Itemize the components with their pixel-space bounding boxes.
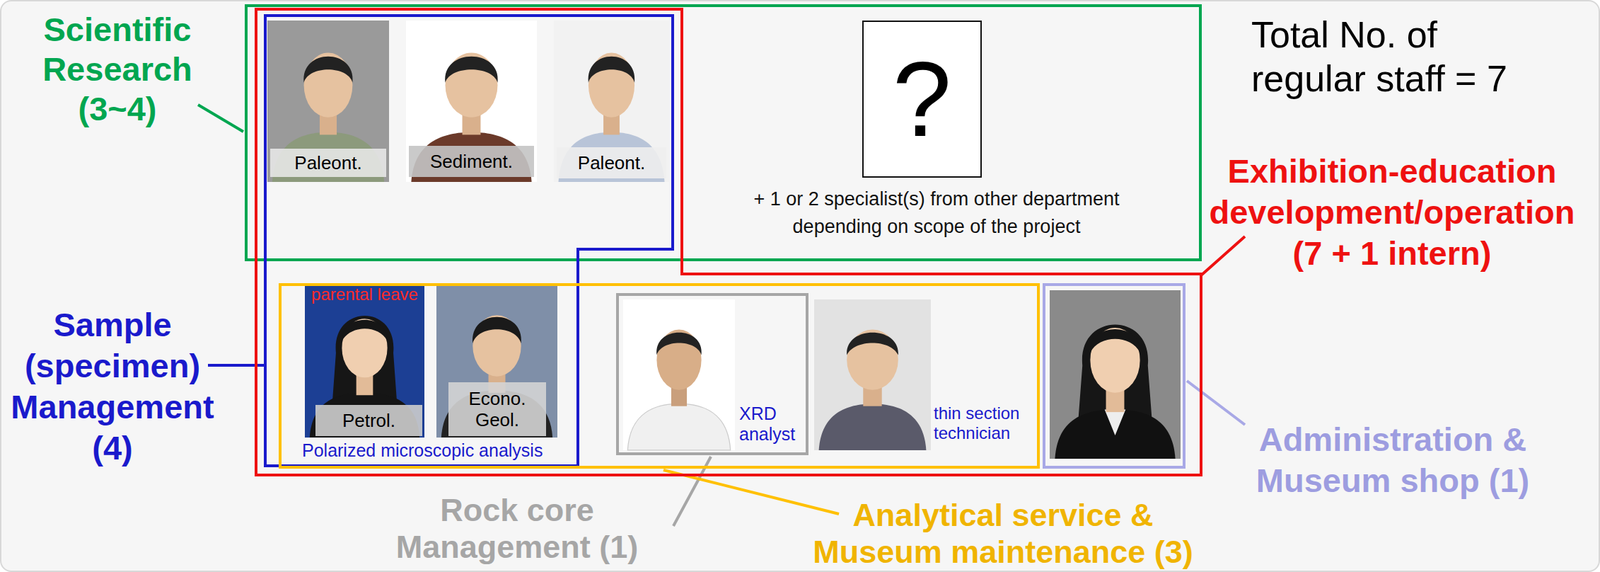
outline-path	[265, 15, 673, 466]
photo-ground	[1049, 290, 1181, 459]
photo-ground	[406, 20, 537, 182]
photo-caption: Paleont.	[270, 148, 387, 177]
leader-line	[673, 456, 711, 526]
role-text: XRD analyst	[739, 403, 807, 445]
note-text: + 1 or 2 specialist(s) from other depart…	[724, 185, 1149, 241]
leader-line	[1186, 380, 1245, 425]
hair	[846, 332, 899, 356]
leader-line	[198, 104, 244, 132]
group-heading: Rock core Management (1)	[386, 491, 648, 566]
group-heading: Analytical service & Museum maintenance …	[804, 496, 1202, 571]
face	[304, 53, 353, 118]
outline-path	[256, 9, 1202, 475]
portrait-photo	[814, 299, 931, 450]
hair	[444, 56, 498, 83]
photo-ground	[267, 20, 390, 182]
status-note: parental leave	[304, 284, 425, 304]
portrait-photo	[1049, 290, 1181, 459]
group-box: Scientific Research (3~4)+ 1 or 2 specia…	[244, 4, 1202, 262]
photo-caption: Sediment.	[408, 145, 535, 177]
face	[846, 329, 899, 390]
portrait-photo	[304, 284, 425, 438]
leader-line	[663, 469, 839, 514]
face	[588, 53, 635, 118]
hair	[332, 315, 397, 402]
hair	[303, 56, 353, 83]
photo-ground	[814, 299, 931, 450]
portrait-photo	[267, 20, 390, 182]
shoulders	[1054, 408, 1175, 459]
hair	[1078, 324, 1153, 418]
role-text: Polarized microscopic analysis	[302, 439, 575, 460]
photo-ground	[623, 299, 735, 450]
hair	[656, 332, 702, 356]
group-heading: Scientific Research (3~4)	[21, 9, 213, 129]
photo-ground	[304, 284, 425, 438]
summary-note: Total No. of regular staff = 7	[1251, 12, 1528, 101]
vacancy-box: ?	[862, 20, 982, 178]
portrait-photo	[436, 284, 558, 438]
hair	[341, 319, 387, 341]
photo-caption: Paleont.	[556, 147, 667, 179]
leader-line	[1201, 236, 1245, 276]
face	[1090, 327, 1140, 393]
collar	[1104, 408, 1127, 436]
role-text: thin section technician	[933, 403, 1037, 443]
hair	[1090, 328, 1140, 353]
group-heading: Exhibition-education development/operati…	[1201, 150, 1584, 274]
hair	[588, 56, 636, 83]
photo-ground	[553, 20, 670, 182]
portrait-photo	[623, 299, 735, 450]
face	[472, 314, 521, 376]
portrait-photo	[406, 20, 537, 182]
photo-ground	[436, 284, 558, 438]
portrait-photo	[553, 20, 670, 182]
shoulders	[627, 403, 730, 450]
hair	[472, 316, 522, 344]
group-heading: Sample (specimen) Management (4)	[6, 304, 219, 469]
group-heading: Administration & Museum shop (1)	[1251, 418, 1535, 501]
photo-caption: Econo. Geol.	[448, 381, 547, 436]
photo-caption: Petrol.	[315, 404, 423, 436]
face	[445, 53, 498, 118]
group-box: Rock core Management (1)XRD analyst	[616, 292, 809, 455]
shoulders	[819, 403, 927, 450]
question-mark: ?	[862, 45, 982, 153]
group-box: Administration & Museum shop (1)	[1042, 282, 1186, 469]
face	[656, 329, 701, 390]
face	[341, 318, 387, 378]
